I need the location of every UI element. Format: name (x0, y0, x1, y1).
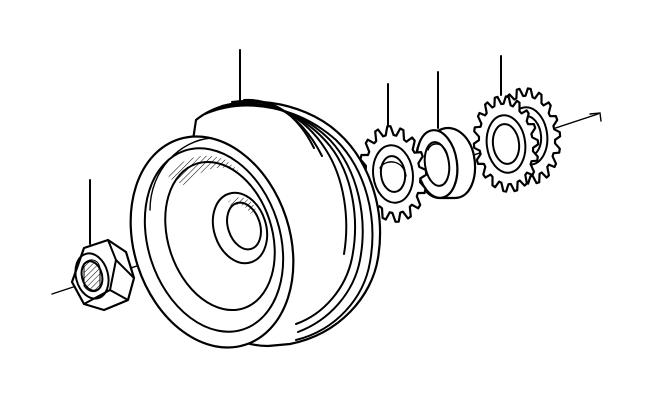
double-sprocket-front-gear (472, 95, 540, 193)
gear-teeth-outline (472, 95, 540, 193)
gear-hub-ring (485, 114, 527, 174)
double-sprocket (472, 87, 562, 193)
pulley (129, 98, 382, 349)
hex-nut (70, 238, 136, 312)
gear-hub-ring (372, 144, 414, 204)
reference-lines (89, 49, 502, 245)
spacer-ring (414, 126, 477, 200)
gear-bore (491, 123, 521, 165)
